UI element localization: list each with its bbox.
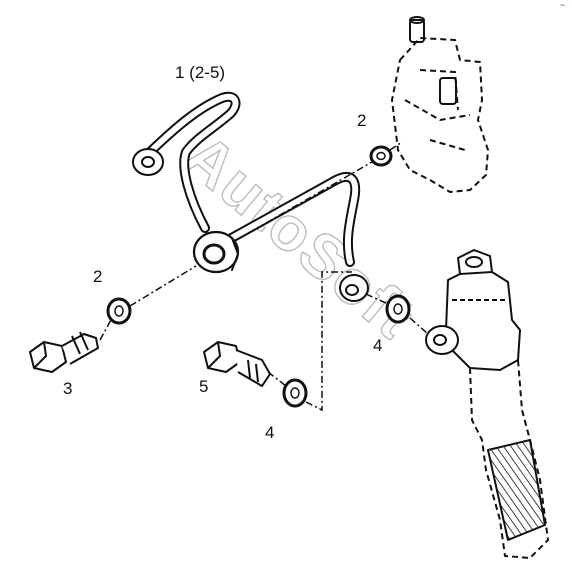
callout-seal-lower: 4 (265, 423, 274, 442)
callout-labels: 1 (2-5) 2 2 3 4 5 4 (63, 63, 382, 442)
callout-seal-right: 4 (373, 336, 382, 355)
seal-left (106, 297, 132, 325)
banjo-bolt-left (29, 331, 99, 373)
callout-seal-left: 2 (93, 267, 102, 286)
banjo-bolt-lower (203, 341, 271, 387)
seal-lower (282, 378, 308, 408)
callout-bolt-lower: 5 (199, 377, 208, 396)
corner-mark: ~ (560, 0, 565, 10)
assembly-lines (99, 141, 429, 412)
fuel-pump-housing (391, 37, 489, 193)
pump-fitting (409, 16, 457, 105)
seal-upper (369, 145, 393, 167)
callout-seal-upper: 2 (357, 111, 366, 130)
fuel-injector (425, 249, 549, 559)
callout-bolt-left: 3 (63, 379, 72, 398)
seal-right (385, 294, 411, 324)
callout-pipe-assembly: 1 (2-5) (175, 63, 225, 82)
